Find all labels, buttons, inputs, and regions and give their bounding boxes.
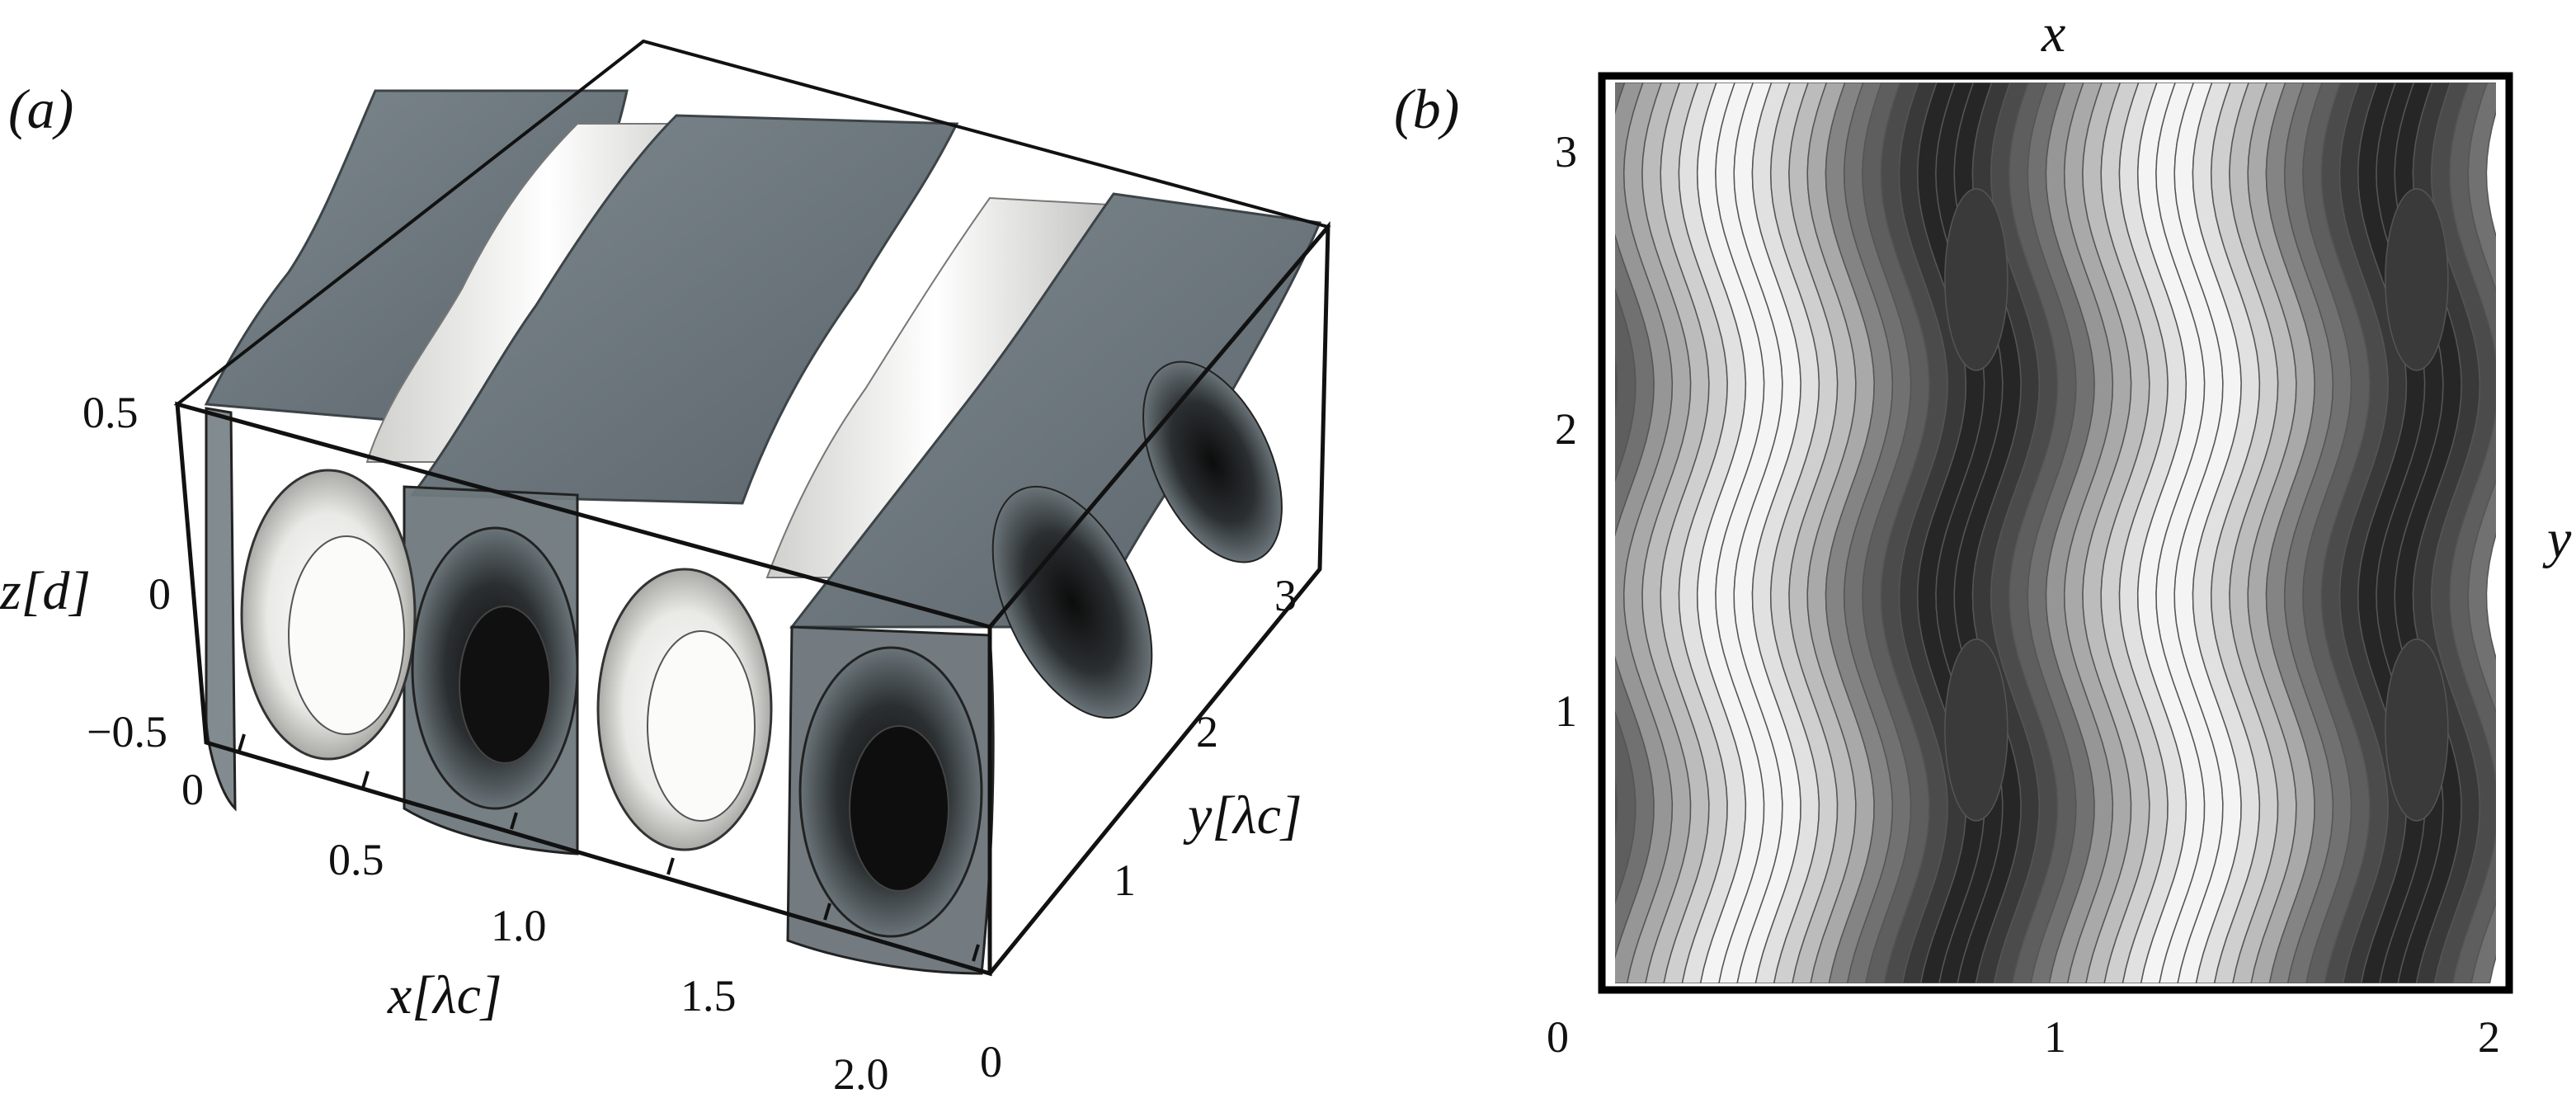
x-tick-0: 0 bbox=[181, 765, 204, 814]
y-tick-2: 2 bbox=[1196, 707, 1218, 757]
middle-dark-sheet bbox=[410, 114, 959, 505]
x-axis-label: x[λc] bbox=[387, 965, 502, 1025]
y-tick-1: 1 bbox=[1114, 856, 1136, 905]
b-x-tick-2: 2 bbox=[2478, 1012, 2500, 1062]
b-y-tick-3: 3 bbox=[1555, 127, 1577, 177]
b-x-tick-0: 0 bbox=[1547, 1012, 1569, 1062]
b-x-axis-label: x bbox=[2041, 3, 2065, 64]
panel-a-label: (a) bbox=[8, 78, 73, 140]
b-x-tick-1: 1 bbox=[2044, 1012, 2066, 1062]
x-tick-2.0: 2.0 bbox=[833, 1049, 889, 1099]
b-y-tick-1: 1 bbox=[1555, 686, 1577, 736]
b-y-tick-2: 2 bbox=[1555, 404, 1577, 454]
x-tick-1.0: 1.0 bbox=[491, 901, 547, 950]
y-tick-0: 0 bbox=[980, 1037, 1002, 1087]
contour-island bbox=[2385, 639, 2449, 822]
b-y-axis-label: y bbox=[2542, 509, 2572, 569]
panel-b-frame bbox=[1598, 72, 2513, 994]
y-axis-label: y[λc] bbox=[1183, 785, 1302, 846]
panel-a-3d-plot: (a) 0.5 0 −0.5 z[d] bbox=[0, 39, 1331, 1099]
vortex-light-left-inner bbox=[288, 535, 405, 735]
contour-island bbox=[1944, 639, 2009, 822]
x-tick-1.5: 1.5 bbox=[680, 971, 737, 1021]
x-axis-ticks bbox=[238, 733, 980, 962]
contour-band bbox=[1615, 352, 1618, 840]
panel-b-contour-plot: (b) x y 3 2 1 0 1 2 bbox=[1394, 3, 2572, 1062]
bounding-box bbox=[173, 39, 1331, 977]
contour-island bbox=[2385, 188, 2449, 371]
side-vortex-2 bbox=[1142, 361, 1283, 563]
contour-bands bbox=[1615, 82, 2496, 983]
z-tick-bottom: −0.5 bbox=[87, 707, 167, 757]
z-axis-label: z[d] bbox=[0, 561, 91, 621]
y-tick-3: 3 bbox=[1274, 571, 1297, 620]
contour-band bbox=[2467, 82, 2496, 983]
z-tick-top: 0.5 bbox=[82, 388, 139, 437]
z-tick-mid: 0 bbox=[148, 569, 171, 619]
vortex-light-right-inner bbox=[647, 630, 756, 822]
vortex-dark-right-inner bbox=[849, 725, 949, 892]
panel-b-label: (b) bbox=[1394, 78, 1459, 140]
side-vortex-1 bbox=[991, 485, 1153, 719]
x-tick-0.5: 0.5 bbox=[328, 835, 384, 884]
contour-band bbox=[1615, 288, 1636, 905]
vortex-dark-middle-inner bbox=[459, 606, 551, 764]
contour-island bbox=[1944, 188, 2009, 371]
